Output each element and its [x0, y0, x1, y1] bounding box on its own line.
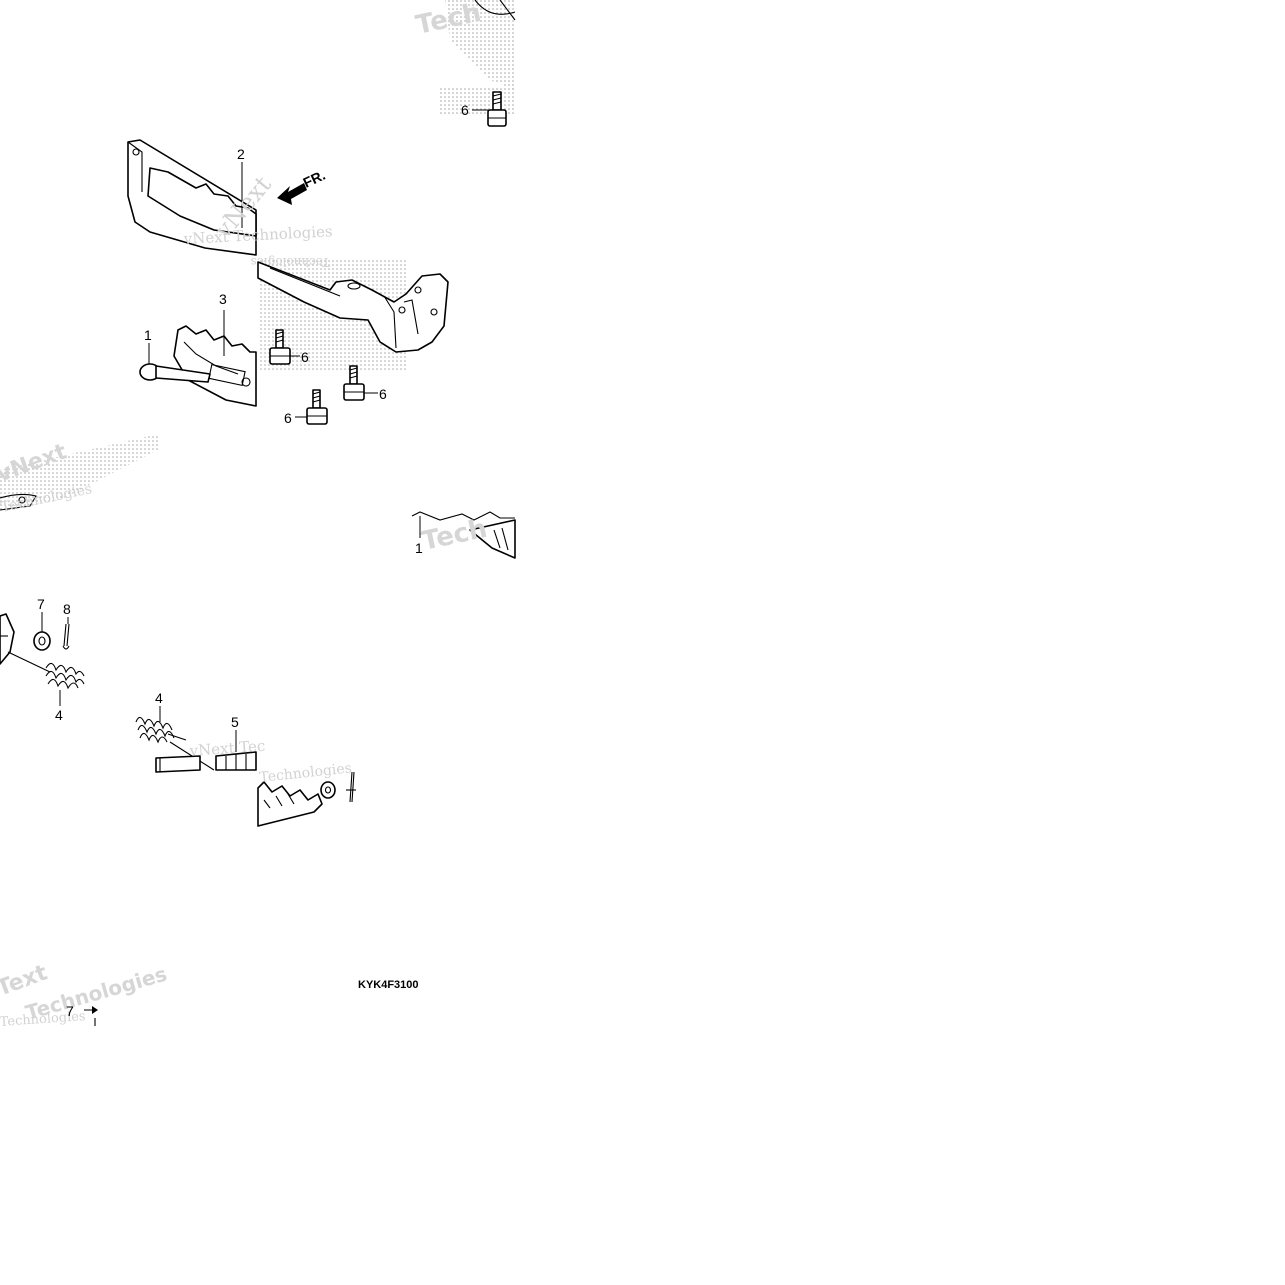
cotter-pin-icon: [62, 623, 70, 650]
watermark-text: Technologies: [259, 760, 353, 786]
tile-peg-lower-right: Technologies: [257, 760, 356, 827]
callout-3: 3: [219, 291, 227, 307]
front-direction-arrow-icon: [277, 183, 307, 205]
callout-2: 2: [237, 146, 245, 162]
callout-1: 1: [415, 540, 423, 556]
tile-lower-footpeg: 3 1: [139, 291, 257, 407]
tile-spring-center: 4 5 vNext Tec: [135, 690, 266, 773]
tile-spring-left: 7 8 4: [0, 596, 85, 723]
callout-4: 4: [55, 707, 63, 723]
callout-7: 7: [66, 1003, 74, 1019]
callout-8: 8: [63, 601, 71, 617]
callout-5: 5: [231, 714, 239, 730]
bolt-icon: [487, 91, 507, 127]
washer-icon: [320, 781, 336, 799]
callout-6: 6: [284, 410, 292, 426]
callout-6: 6: [461, 102, 469, 118]
callout-4: 4: [155, 690, 163, 706]
tile-bottom-left: Text Technologies Technologies 7: [0, 960, 170, 1030]
watermark-text: Technologies: [0, 1009, 86, 1030]
bolt-icon: [343, 365, 365, 401]
direction-label: FR.: [301, 167, 328, 191]
tile-frame-mount: Technologies 6: [251, 255, 449, 370]
watermark-text: vNext Tec: [188, 737, 266, 760]
watermark-text: Tech: [419, 514, 490, 557]
tile-right-fragment: 1 Tech: [411, 511, 516, 559]
bolt-icon: [306, 389, 328, 425]
spring-icon: [7, 651, 85, 690]
tile-left-fragment: vNext Technologies: [0, 434, 158, 516]
callout-1: 1: [144, 327, 152, 343]
callout-7: 7: [37, 596, 45, 612]
pin-icon: [139, 363, 211, 383]
callout-6: 6: [301, 349, 309, 365]
tile-top-right: Tech 6: [413, 0, 516, 127]
watermark-text: Technologies: [251, 255, 330, 269]
drawing-code: KYK4F3100: [358, 979, 419, 991]
callout-6: 6: [379, 386, 387, 402]
pin-icon: [155, 755, 201, 773]
washer-icon: [33, 631, 51, 651]
bolts-below-mount: 6 6: [284, 365, 387, 426]
tile-upper-footpeg: 2 vNext Technologies vNext FR.: [127, 139, 333, 256]
